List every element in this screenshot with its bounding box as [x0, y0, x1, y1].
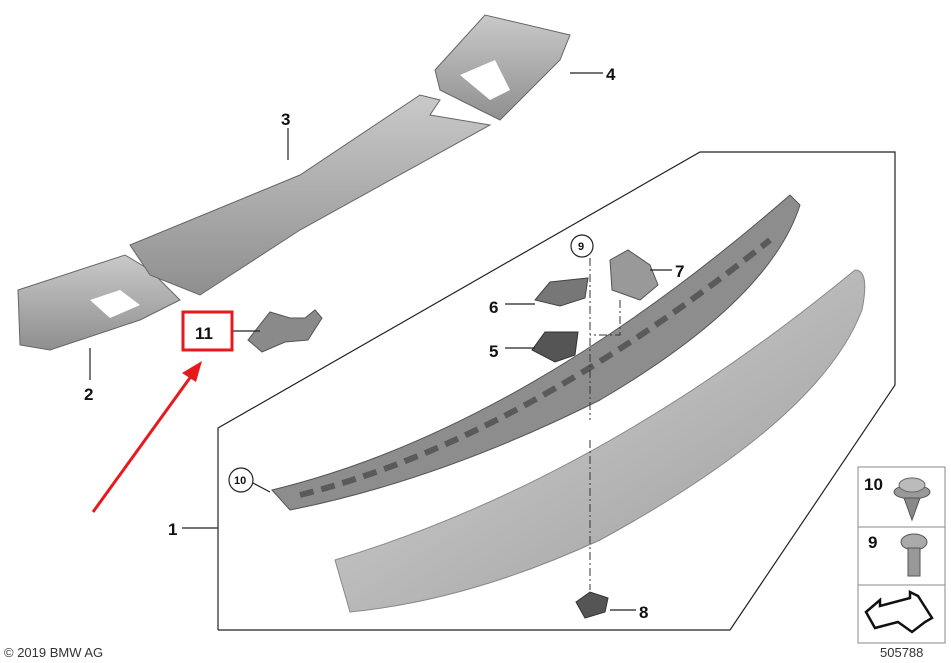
callout-9: 9	[578, 241, 584, 253]
grommet-part-8	[575, 591, 609, 619]
callout-10: 10	[234, 475, 246, 487]
cover-strip	[334, 269, 866, 613]
callout-1: 1	[168, 520, 177, 539]
copyright-text: © 2019 BMW AG	[4, 645, 104, 660]
callout-3: 3	[281, 110, 290, 129]
callout-6: 6	[489, 298, 498, 317]
diagram-number: 505788	[880, 645, 924, 660]
callout-2: 2	[84, 385, 93, 404]
callout-8: 8	[639, 603, 648, 622]
screw-icon	[900, 533, 928, 577]
legend-label-9: 9	[868, 533, 877, 552]
callout-7: 7	[675, 262, 684, 281]
callout-5: 5	[489, 342, 498, 361]
cap-part-7	[609, 249, 659, 301]
callout-4: 4	[606, 65, 616, 84]
hose-part-11	[247, 309, 323, 353]
spoiler-part-3	[129, 94, 492, 296]
bracket-part-6	[534, 277, 589, 307]
highlight-box	[181, 310, 234, 352]
red-arrow-icon	[91, 361, 202, 513]
callout-11: 11	[195, 324, 213, 343]
bracket-part-5	[531, 331, 579, 363]
clip-fastener-icon	[893, 477, 931, 522]
assembly-frame	[217, 151, 896, 631]
callout-circle-10	[228, 467, 254, 493]
legend-label-10: 10	[864, 475, 883, 494]
spoiler-part-2	[17, 254, 181, 351]
arrow-direction-icon	[864, 589, 934, 634]
carrier-bar-part-1	[271, 194, 801, 511]
legend-box: 10 9	[857, 466, 946, 644]
spoiler-part-4	[434, 14, 571, 121]
callout-circle-9	[570, 234, 594, 258]
